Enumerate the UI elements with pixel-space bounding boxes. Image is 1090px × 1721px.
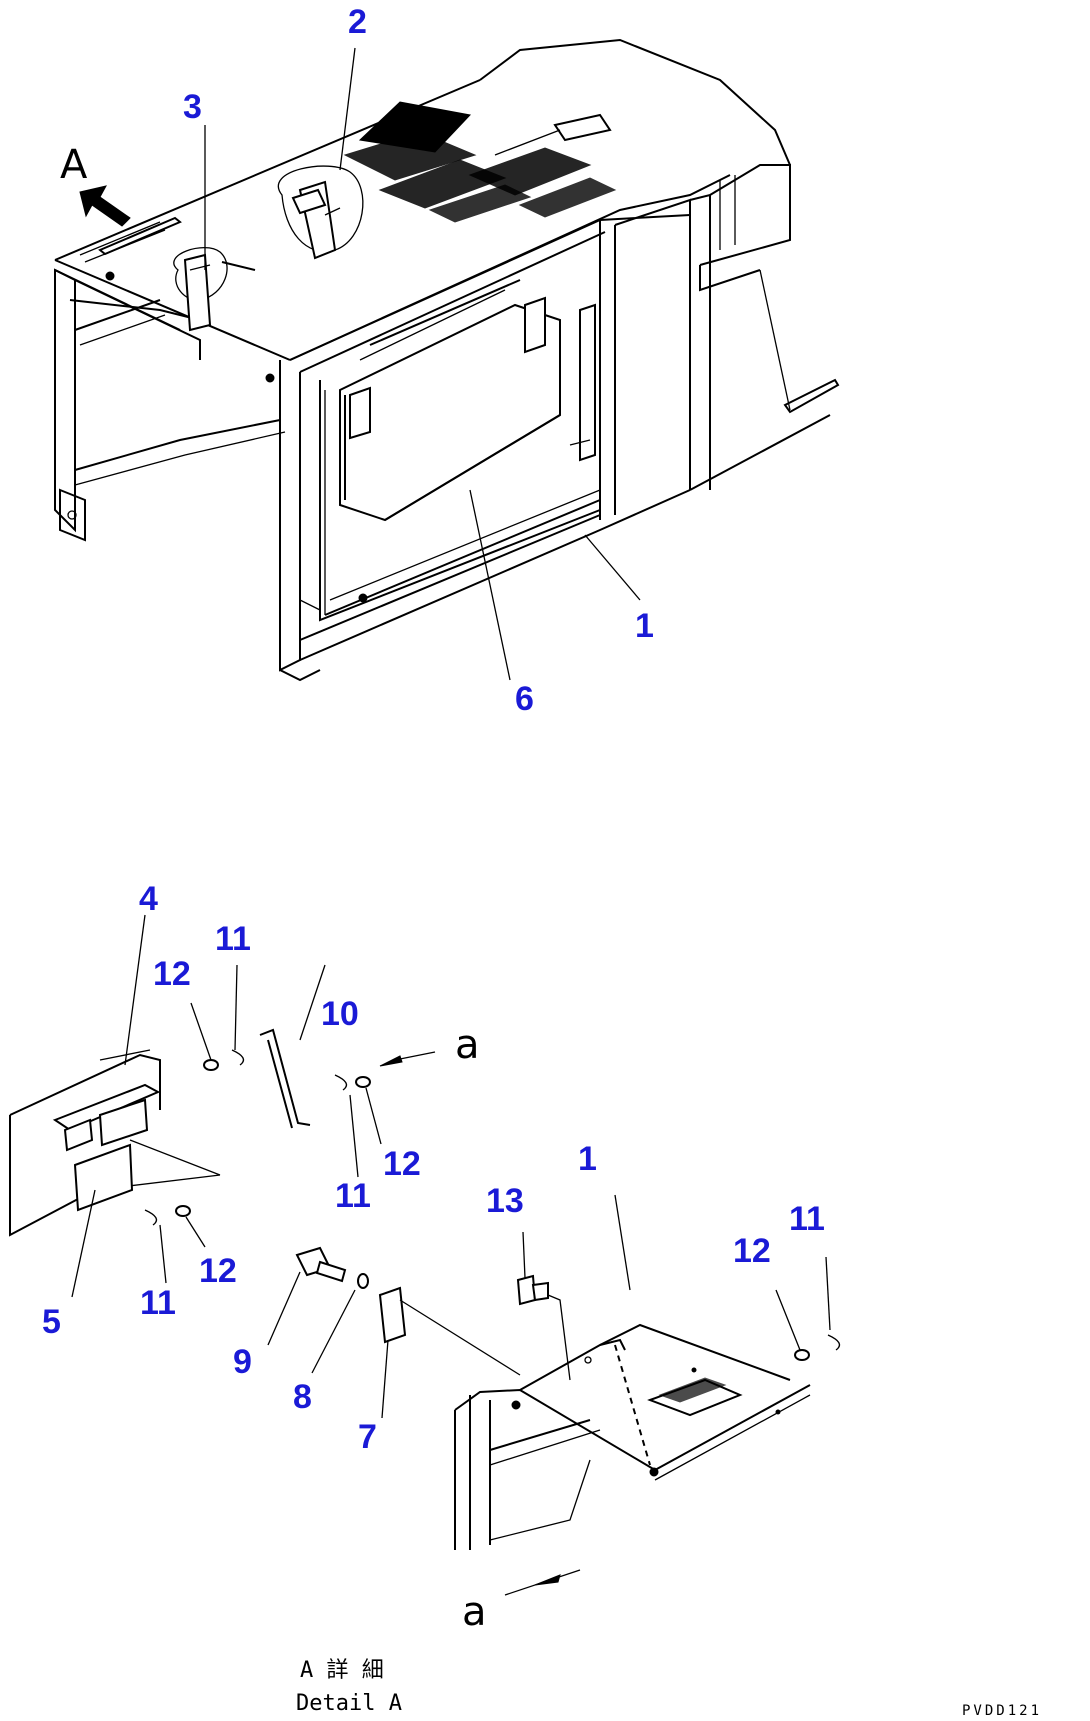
callout-7: 7 (358, 1418, 377, 1456)
callout-1-bottom: 1 (578, 1140, 597, 1178)
callout-12-b: 12 (383, 1145, 421, 1183)
section-mark-a-upper: a (455, 1022, 480, 1068)
callout-6: 6 (515, 680, 534, 718)
callout-2: 2 (348, 3, 367, 41)
callout-12-d: 12 (733, 1232, 771, 1270)
detail-caption-english: Detail A (296, 1691, 402, 1716)
callout-11-b: 11 (335, 1177, 371, 1215)
callout-12-c: 12 (199, 1252, 237, 1290)
view-a-label: A (60, 142, 88, 188)
detail-a-drawing (9, 1028, 841, 1596)
callout-3: 3 (183, 88, 202, 126)
callout-9: 9 (233, 1343, 252, 1381)
roof-vent-grilles (343, 101, 617, 223)
callout-12-a: 12 (153, 955, 191, 993)
callout-11-d: 11 (789, 1200, 825, 1238)
callout-5: 5 (42, 1303, 61, 1341)
callout-13: 13 (486, 1182, 524, 1220)
callout-4: 4 (139, 880, 158, 918)
callout-1-top: 1 (635, 607, 654, 645)
callout-11-c: 11 (140, 1284, 176, 1322)
cab-assembly-drawing (54, 38, 840, 682)
drawing-code: PVDD121 (962, 1703, 1042, 1719)
callout-10: 10 (321, 995, 359, 1033)
leader-lines (71, 47, 831, 1419)
callout-11-a: 11 (215, 920, 251, 958)
detail-caption-japanese: A 詳 細 (300, 1658, 384, 1683)
callout-8: 8 (293, 1378, 312, 1416)
section-mark-a-lower: a (462, 1589, 487, 1635)
